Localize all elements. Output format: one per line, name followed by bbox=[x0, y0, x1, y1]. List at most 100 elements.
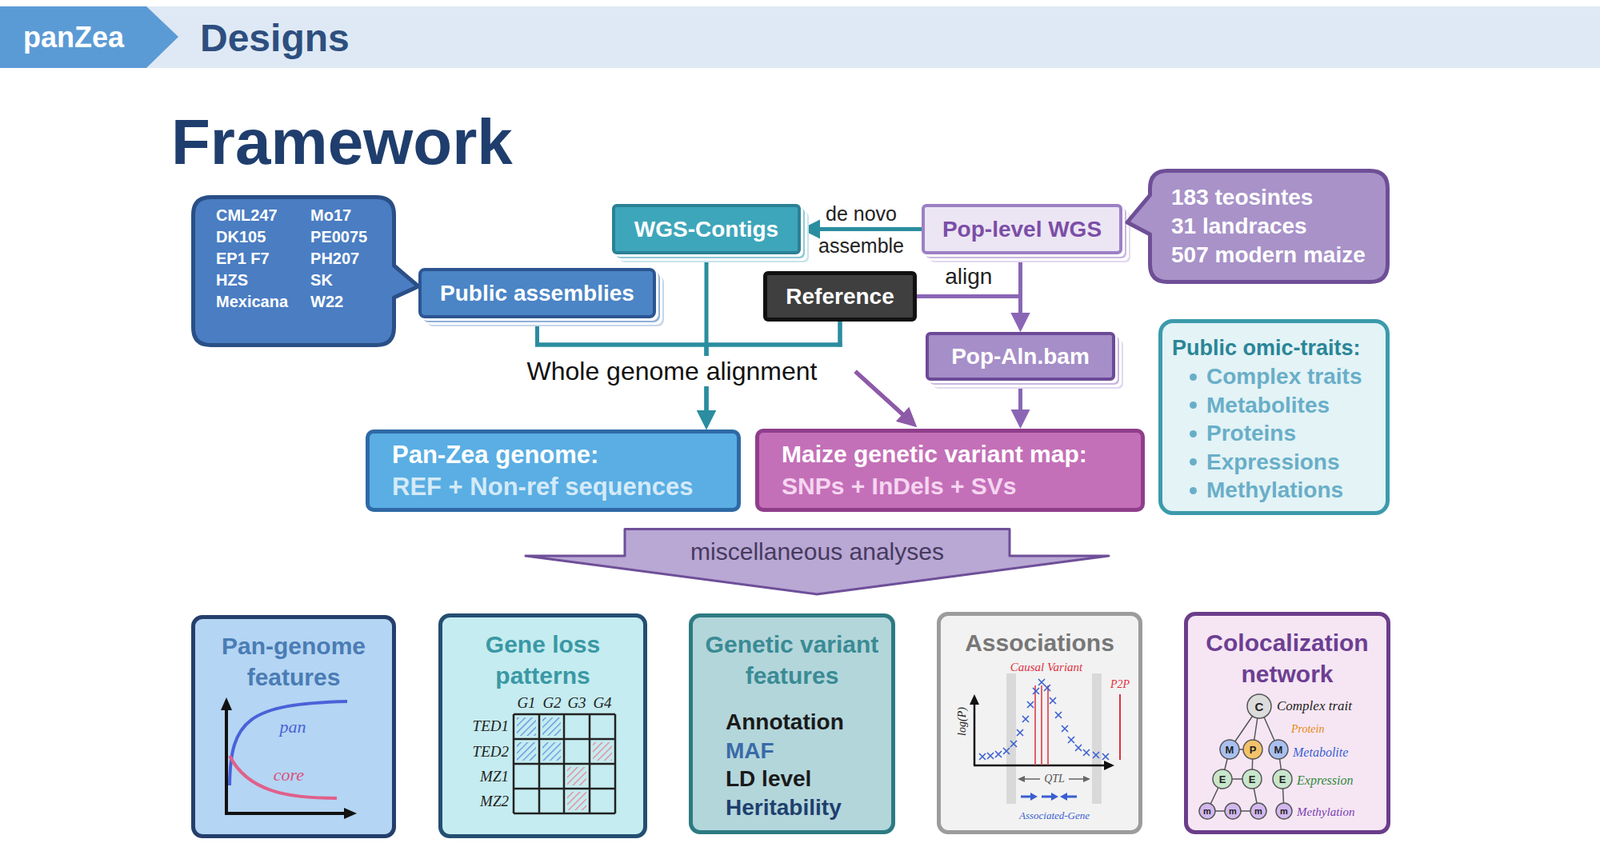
hatch-cell bbox=[516, 717, 536, 736]
callout-bubble: CML247 DK105 EP1 F7 HZS Mexicana Mo17 PE0… bbox=[191, 195, 396, 348]
connector-line bbox=[856, 372, 903, 415]
annotation-label: TED2 bbox=[472, 743, 509, 761]
annotation-label: m bbox=[1280, 806, 1288, 817]
tree-links bbox=[1207, 706, 1284, 812]
tree-dot bbox=[1224, 803, 1241, 820]
node-text: Mo17 PE0075 PH207 SK W22 bbox=[310, 204, 368, 313]
label-slot: QTL bbox=[1044, 772, 1065, 786]
node-title: Pan-genome features bbox=[203, 630, 384, 693]
annotation-label: E bbox=[1248, 773, 1256, 786]
annotation-label: P bbox=[1249, 744, 1257, 756]
node-title: Genetic variant features bbox=[700, 628, 884, 692]
header-tab bbox=[0, 6, 179, 68]
node-title: Pan-Zea genome: bbox=[392, 439, 599, 472]
hatch-cell bbox=[567, 792, 587, 811]
label-slot: G4 bbox=[592, 694, 612, 712]
connector bbox=[1011, 254, 1031, 332]
qtl-head bbox=[1083, 776, 1091, 783]
process-box: Public assemblies bbox=[418, 268, 656, 319]
outline-path bbox=[193, 197, 420, 346]
outline-path bbox=[525, 529, 1109, 596]
label-slot: m bbox=[1254, 806, 1263, 817]
y-axis-head bbox=[969, 694, 980, 705]
arrow-head bbox=[696, 410, 716, 430]
label-slot: G1 bbox=[516, 694, 536, 712]
label-slot: Causal Variant bbox=[1010, 660, 1083, 675]
causal-lines bbox=[1035, 685, 1048, 766]
label-slot: Complex trait bbox=[1276, 698, 1352, 715]
p2p-line bbox=[1119, 694, 1121, 760]
connector-line bbox=[537, 318, 841, 345]
qtl-band bbox=[1006, 673, 1016, 804]
tree-dot bbox=[1243, 740, 1263, 760]
annotation-label: G2 bbox=[542, 694, 561, 712]
annotation-label: G1 bbox=[516, 694, 536, 712]
annotation-label: P2P bbox=[1110, 678, 1130, 692]
process-box: Maize genetic variant map:SNPs + InDels … bbox=[755, 428, 1145, 512]
label-slot: TED1 bbox=[472, 717, 509, 736]
annotation-label: M bbox=[1274, 744, 1284, 756]
process-box: Genetic variant featuresAnnotationMAFLD … bbox=[688, 613, 896, 835]
edge-label: Whole genome alignment bbox=[524, 356, 821, 387]
core-curve bbox=[229, 756, 337, 799]
connector-line bbox=[820, 227, 922, 232]
gene-head bbox=[1030, 792, 1038, 801]
arrow-head bbox=[800, 220, 820, 240]
annotation-label: core bbox=[273, 764, 304, 785]
label-slot: P2P bbox=[1110, 678, 1130, 692]
node-title: CML247 DK105 EP1 F7 HZS Mexicana bbox=[216, 204, 288, 313]
y-axis-head bbox=[220, 697, 232, 711]
hatch-cell bbox=[516, 742, 536, 761]
node-text: SNPs + InDels + SVs bbox=[781, 470, 1016, 503]
tree-dot bbox=[1268, 740, 1288, 760]
label-slot: Methylation bbox=[1296, 805, 1355, 820]
arrow-head bbox=[696, 410, 716, 430]
connector-line bbox=[916, 296, 1021, 314]
annotation-label: pan bbox=[280, 716, 307, 737]
edge-label-slot: Whole genome alignment bbox=[524, 356, 821, 387]
annotation-label: TED1 bbox=[472, 717, 509, 736]
edge-label-slot: align bbox=[944, 263, 992, 291]
node-text: Methylations bbox=[1172, 476, 1344, 505]
label-slot: E bbox=[1248, 773, 1256, 786]
gene-arrows bbox=[1020, 796, 1077, 799]
y-axis bbox=[224, 708, 228, 814]
tree-dot bbox=[1250, 803, 1267, 820]
annotation-label: G3 bbox=[567, 694, 586, 712]
arrow-head bbox=[696, 410, 716, 430]
x-axis-head bbox=[1104, 760, 1115, 771]
annotation-label: m bbox=[1203, 806, 1212, 817]
node-title: Pop-Aln.bam bbox=[951, 343, 1090, 371]
tree-dot bbox=[1276, 803, 1292, 820]
label-slot: m bbox=[1203, 806, 1212, 817]
annotation-label: Methylation bbox=[1296, 805, 1355, 820]
node-text: MAF bbox=[725, 736, 775, 766]
annotation-label: QTL bbox=[1044, 772, 1065, 786]
annotation-label: E bbox=[1279, 773, 1287, 786]
gene-head bbox=[1051, 792, 1059, 801]
label-slot: E bbox=[1279, 773, 1287, 786]
node-text: Complex traits bbox=[1172, 362, 1363, 392]
tree-dot bbox=[1247, 694, 1272, 719]
label-slot: MZ2 bbox=[480, 792, 509, 811]
tree-dot bbox=[1272, 769, 1292, 789]
label-slot: Protein bbox=[1291, 723, 1324, 736]
label-slot: TED2 bbox=[472, 743, 509, 761]
connector-line bbox=[856, 372, 903, 415]
hatch-cell bbox=[542, 717, 561, 736]
arrow-head bbox=[1011, 312, 1031, 332]
label-slot: M bbox=[1225, 744, 1235, 756]
node-text: REF + Non-ref sequences bbox=[392, 471, 693, 504]
label-slot: M bbox=[1274, 744, 1284, 756]
tree-dot bbox=[1212, 769, 1232, 789]
qtl-head bbox=[1017, 776, 1025, 783]
node-text: Expressions bbox=[1172, 448, 1340, 477]
label-slot: G2 bbox=[542, 694, 561, 712]
annotation-label: log(P) bbox=[956, 707, 969, 736]
node-title: Pop-level WGS bbox=[942, 216, 1102, 244]
label-slot: core bbox=[273, 764, 304, 785]
pan-curve bbox=[229, 701, 348, 786]
label-slot: panZea bbox=[23, 20, 124, 54]
hatch-cell bbox=[592, 742, 612, 761]
x-axis bbox=[224, 812, 346, 816]
